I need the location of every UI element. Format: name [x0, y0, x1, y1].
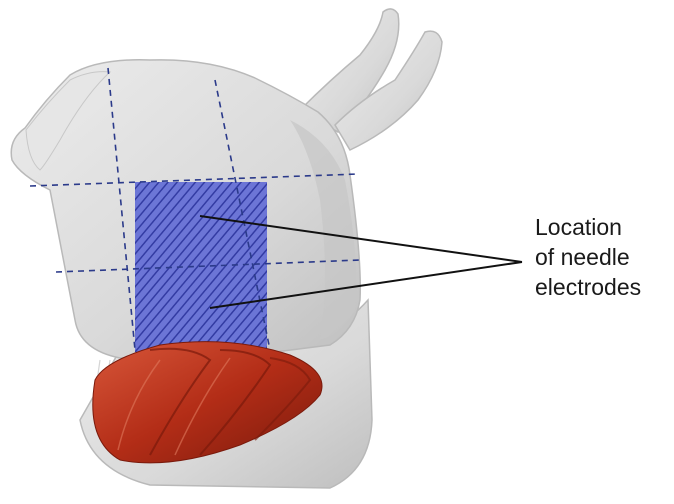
inferior-horn	[334, 30, 443, 151]
electrode-location-label: Location of needle electrodes	[535, 212, 670, 302]
leader-line-lower	[209, 261, 523, 309]
label-line-3: electrodes	[535, 274, 642, 300]
thyroid-notch	[25, 71, 112, 171]
label-line-1: Location	[535, 214, 622, 240]
cricothyroid-muscle	[92, 341, 323, 464]
grid-line-vertical-2	[214, 79, 271, 351]
grid-line-horizontal-2	[55, 259, 361, 273]
leader-line-upper	[199, 215, 523, 263]
grid-line-vertical-1	[107, 67, 136, 351]
superior-horn	[298, 8, 400, 133]
label-line-2: of needle	[535, 244, 630, 270]
dashed-grid	[29, 67, 361, 351]
